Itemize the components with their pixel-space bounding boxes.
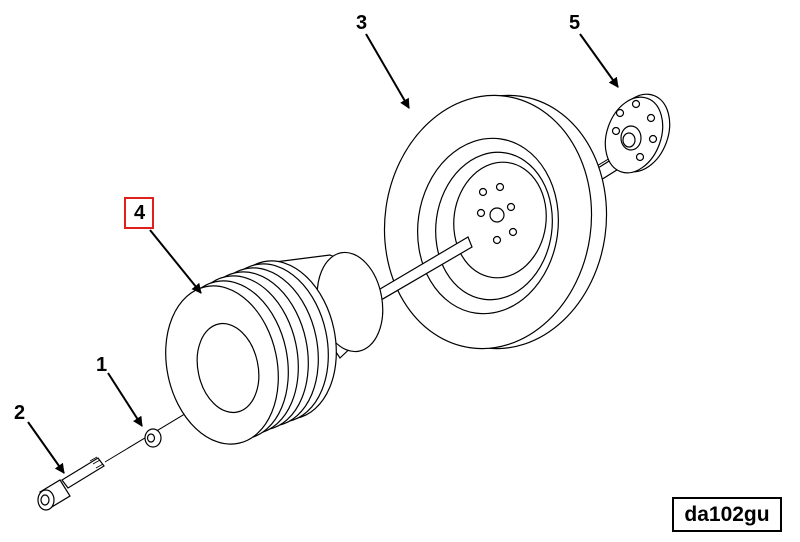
part-4-pulley: [165, 251, 384, 445]
callout-4-highlight-box: [124, 197, 154, 229]
part-2-bolt: [37, 456, 105, 511]
callout-5-label: 5: [569, 12, 581, 34]
callout-4-arrow: [149, 229, 202, 294]
callout-1-arrow: [107, 372, 143, 427]
part-1-washer: [144, 428, 162, 448]
callout-5-arrow: [579, 33, 619, 88]
callout-1-label: 1: [96, 354, 108, 376]
callout-3-label: 3: [356, 12, 368, 34]
figure-code: da102gu: [672, 497, 782, 532]
callout-4-label: 4: [134, 202, 146, 224]
callout-2-arrow: [27, 421, 65, 474]
part-5-flange: [581, 93, 671, 189]
part-3-disk: [383, 94, 608, 350]
callout-3-arrow: [365, 33, 410, 109]
callout-2-label: 2: [14, 402, 26, 424]
